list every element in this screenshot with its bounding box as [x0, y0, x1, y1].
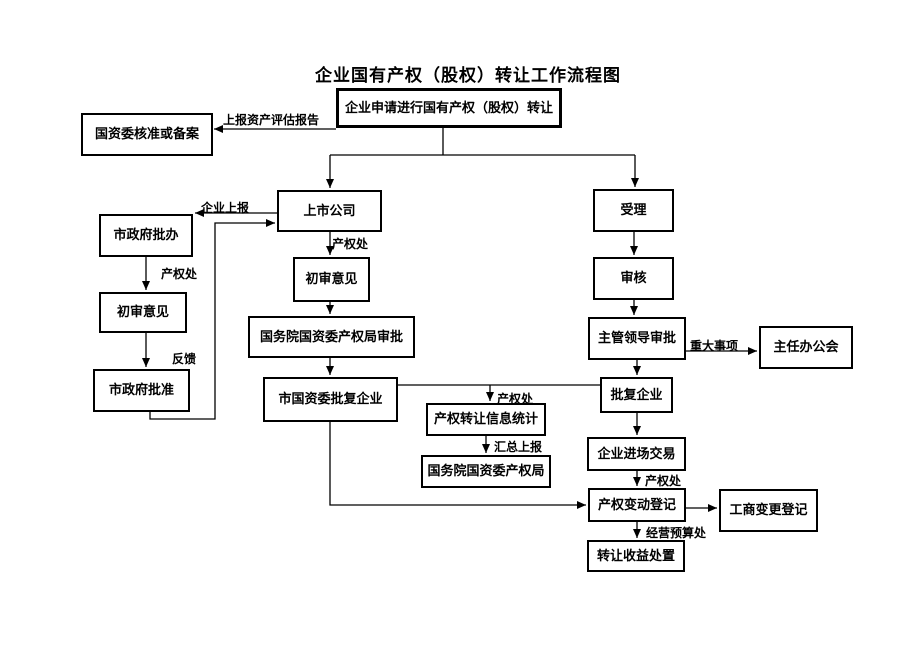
edge-label-budget-office: 经营预算处: [646, 526, 707, 540]
node-label: 初审意见: [116, 304, 169, 320]
flowchart-title: 企业国有产权（股权）转让工作流程图: [315, 66, 621, 85]
node-label: 市国资委批复企业: [278, 391, 383, 407]
node-state-council-bureau: 国务院国资委产权局: [421, 455, 551, 488]
edge-label-rights-office-right: 产权处: [645, 474, 682, 488]
node-label: 主任办公会: [773, 339, 839, 355]
edge-label-summary-report: 汇总上报: [494, 440, 543, 454]
node-rights-change-register: 产权变动登记: [588, 488, 686, 522]
node-city-gov-approve: 市政府批准: [93, 369, 190, 412]
edge-label-report-asset-eval: 上报资产评估报告: [223, 113, 320, 127]
node-label: 企业申请进行国有产权（股权）转让: [344, 99, 553, 115]
edge-label-enterprise-report: 企业上报: [201, 201, 250, 215]
node-label: 审核: [620, 270, 647, 286]
node-city-gov-handle: 市政府批办: [99, 214, 193, 257]
node-label: 上市公司: [303, 202, 356, 218]
node-label: 工商变更登记: [729, 502, 808, 518]
node-label: 产权转让信息统计: [433, 411, 538, 427]
node-reply-enterprise: 批复企业: [600, 377, 673, 413]
node-label: 初审意见: [305, 271, 358, 287]
node-enter-market-trade: 企业进场交易: [587, 437, 686, 471]
node-business-change-register: 工商变更登记: [719, 489, 818, 532]
node-income-disposal: 转让收益处置: [587, 540, 685, 572]
edge-label-rights-office-branch: 产权处: [497, 392, 534, 406]
node-state-council-approval: 国务院国资委产权局审批: [248, 316, 415, 358]
node-label: 国资委核准或备案: [94, 126, 199, 142]
node-label: 市政府批办: [113, 227, 179, 243]
node-label: 转让收益处置: [596, 547, 675, 563]
node-label: 国务院国资委产权局审批: [259, 328, 403, 344]
connector: [329, 422, 586, 509]
node-label: 主管领导审批: [597, 330, 676, 346]
node-sasac-approve-record: 国资委核准或备案: [81, 113, 213, 156]
node-director-meeting: 主任办公会: [759, 326, 853, 369]
node-city-sasac-reply: 市国资委批复企业: [263, 377, 398, 422]
node-transfer-info-stats: 产权转让信息统计: [426, 403, 546, 436]
node-initial-opinion-mid: 初审意见: [293, 257, 370, 302]
node-review: 审核: [593, 257, 674, 300]
edge-label-rights-office-mid: 产权处: [332, 237, 369, 251]
edge-label-feedback: 反馈: [172, 352, 197, 366]
node-apply: 企业申请进行国有产权（股权）转让: [336, 88, 562, 128]
node-label: 批复企业: [610, 386, 663, 402]
node-leader-approval: 主管领导审批: [588, 317, 686, 360]
edge-label-rights-office-left: 产权处: [161, 267, 198, 281]
node-label: 产权变动登记: [597, 496, 676, 512]
connector: [149, 219, 275, 420]
node-accept: 受理: [593, 189, 674, 232]
node-label: 受理: [620, 202, 647, 218]
node-initial-opinion-left: 初审意见: [99, 292, 187, 333]
node-label: 企业进场交易: [597, 445, 676, 461]
node-label: 市政府批准: [108, 382, 174, 398]
node-listed-company: 上市公司: [277, 190, 382, 232]
connector-group: [142, 125, 757, 538]
edge-label-major-matters: 重大事项: [690, 339, 739, 353]
node-label: 国务院国资委产权局: [427, 463, 545, 479]
